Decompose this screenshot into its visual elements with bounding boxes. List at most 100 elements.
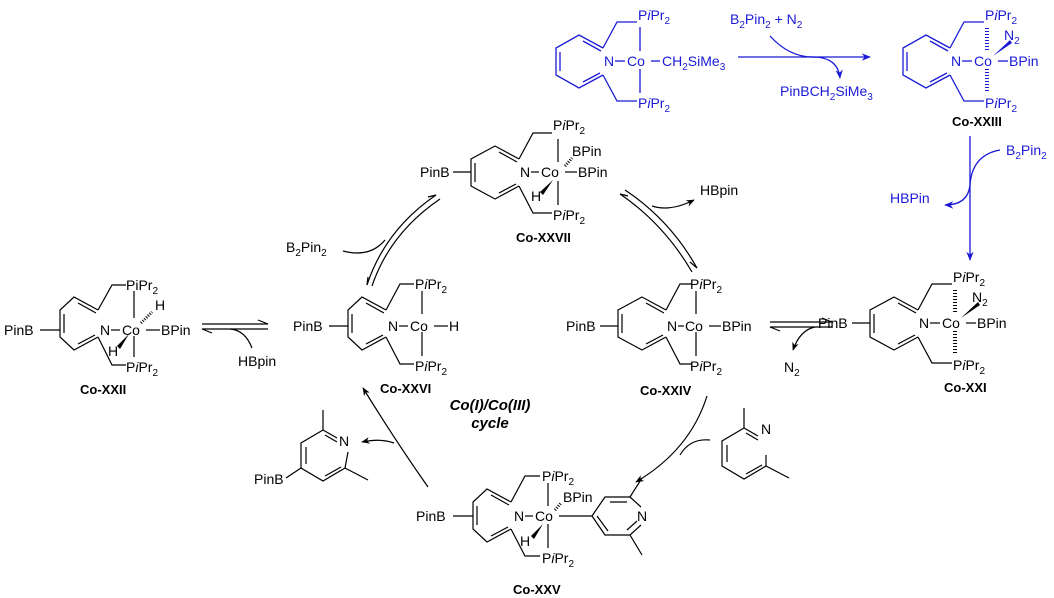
- methylene-arms: [602, 21, 637, 102]
- compound-label: Co-XXI: [944, 380, 987, 395]
- pinb-label: PinB: [4, 322, 34, 338]
- methylene-arms: [385, 283, 414, 365]
- compound-co-xxi: PinB N Co BPin N2 PiPr2 PiPr2 Co-XXI: [818, 269, 1007, 395]
- ring-double-bonds: [476, 494, 510, 537]
- pinb-label: PinB: [566, 318, 596, 334]
- phosphine-bottom-label: PiPr2: [985, 95, 1017, 115]
- second-byproduct: HBPin: [890, 190, 930, 206]
- activation-step-1: B2Pin2 + N2 PinBCH2SiMe3: [730, 11, 873, 103]
- methyl-top: [629, 477, 643, 498]
- lutidine-addition-arrow: [679, 439, 711, 456]
- pyridine-n-label: N: [100, 322, 110, 338]
- compound-co-xxiii: N Co BPin N2 PiPr2 PiPr2 Co-XXIII: [902, 7, 1039, 129]
- pinb-label: PinB: [293, 318, 323, 334]
- pyridine-n-label: N: [604, 53, 614, 69]
- forward-arrow: [362, 387, 429, 488]
- b2pin2-addition-arrow: [342, 239, 386, 254]
- bpin-label: BPin: [722, 318, 752, 334]
- product-borylated-lutidine: PinB N: [254, 410, 369, 487]
- bpin-label: BPin: [1009, 53, 1039, 69]
- hashed-bond-h: [139, 310, 154, 325]
- bpin-label: BPin: [161, 322, 191, 338]
- arrowhead-up: [619, 193, 629, 197]
- pyridine-ring: [617, 296, 667, 351]
- reagent-curved-arrow: [769, 35, 843, 79]
- step-reductive-elimination: [361, 387, 429, 488]
- compound-label: Co-XXIII: [952, 114, 1002, 129]
- lutidinyl-ring: [591, 496, 642, 536]
- ring-double-bonds: [351, 302, 385, 345]
- methylene-arms: [518, 132, 552, 214]
- methylene-arms: [665, 283, 692, 365]
- compound-label: Co-XXIV: [640, 383, 692, 398]
- cobalt-label: Co: [627, 53, 645, 69]
- pyridine-ring: [300, 429, 349, 482]
- second-reagent: B2Pin2: [1006, 142, 1047, 162]
- ring-double-bonds: [559, 40, 602, 83]
- compound-label: Co-XXVII: [516, 230, 571, 245]
- methylene-arms: [97, 284, 126, 366]
- equilibrium-arc-outer: [624, 189, 698, 269]
- pinb-bond: [285, 467, 302, 479]
- compound-co-xxv: PinB N Co BPin H PiPr2 PiPr2 N Co-XXV: [416, 468, 647, 597]
- bpin-label: BPin: [578, 164, 608, 180]
- alkyl-label: CH2SiMe3: [662, 53, 726, 73]
- ring-double-bonds: [726, 432, 763, 475]
- phosphine-top-label: PiPr2: [126, 277, 158, 297]
- ring-double-bonds: [63, 302, 97, 345]
- wedge-bond-h: [531, 524, 543, 539]
- cobalt-label: Co: [974, 53, 992, 69]
- wedge-bond-n2: [961, 302, 980, 318]
- pyridine-n-label: N: [761, 421, 771, 437]
- cobalt-label: Co: [685, 318, 703, 334]
- phosphine-top-label: PiPr2: [953, 269, 985, 289]
- lutidinyl-n-label: N: [637, 508, 647, 524]
- arrowhead-up: [427, 194, 437, 198]
- methyl-bottom: [629, 534, 643, 556]
- activation-step-2: B2Pin2 HBPin: [890, 136, 1047, 261]
- cycle-label: Co(I)/Co(III) cycle: [450, 397, 531, 432]
- phosphine-top-label: PiPr2: [985, 7, 1017, 27]
- ring-bond-to-n: [322, 429, 338, 439]
- equilibrium-arrow-reverse: [769, 326, 832, 332]
- pyridine-ring: [721, 427, 767, 480]
- phosphine-top-label: PiPr2: [690, 276, 722, 296]
- lutidinyl-double-bonds: [596, 501, 638, 532]
- pyridine-n-label: N: [339, 433, 349, 449]
- b2pin2-reagent: B2Pin2: [286, 239, 327, 259]
- pinb-label: PinB: [254, 471, 284, 487]
- phosphine-top-label: PiPr2: [553, 117, 585, 137]
- cycle-label-line2: cycle: [471, 415, 509, 432]
- cobalt-label: Co: [541, 164, 559, 180]
- pinb-label: PinB: [416, 508, 446, 524]
- compound-co-xxiv: PinB N Co BPin PiPr2 PiPr2 Co-XXIV: [566, 276, 752, 398]
- hbpin-release-arrow: [651, 199, 695, 209]
- compound-co-xxvii: PinB N Co BPin BPin H PiPr2 PiPr2 Co-XXV…: [420, 117, 608, 245]
- hydride-label-bottom: H: [108, 343, 118, 359]
- hydride-label: H: [449, 318, 459, 334]
- cobalt-label: Co: [410, 318, 428, 334]
- forward-arrow: [635, 395, 708, 483]
- phosphine-bottom-label: PiPr2: [126, 359, 158, 379]
- compound-co-xxvi: PinB N Co H PiPr2 PiPr2 Co-XXVI: [293, 276, 459, 396]
- phosphine-top-label: PiPr2: [415, 276, 447, 296]
- compound-co-xxii: PinB N Co BPin H H PiPr2 PiPr2 Co-XXII: [4, 277, 191, 397]
- methylene-arms: [917, 283, 952, 364]
- pinb-label: PinB: [818, 315, 848, 331]
- ring-double-bonds: [873, 302, 917, 345]
- methyl-bottom: [765, 465, 790, 479]
- hashed-bond-bpin: [553, 502, 563, 511]
- equilibrium-hbpin-loss: HBpin: [619, 182, 738, 273]
- equilibrium-arrow-forward: [202, 319, 269, 325]
- hashed-bond-bpin: [563, 157, 574, 167]
- phosphine-top-label: PiPr2: [638, 7, 670, 27]
- bpin-label: BPin: [977, 315, 1007, 331]
- activation-reagents: B2Pin2 + N2: [730, 11, 803, 31]
- methylene-arms: [510, 475, 540, 557]
- ring-double-bonds: [305, 434, 342, 477]
- cobalt-label: Co: [122, 322, 140, 338]
- hydride-label-top: H: [155, 297, 165, 313]
- lutidine-reagent: N: [721, 408, 790, 480]
- methyl-bottom: [344, 467, 369, 481]
